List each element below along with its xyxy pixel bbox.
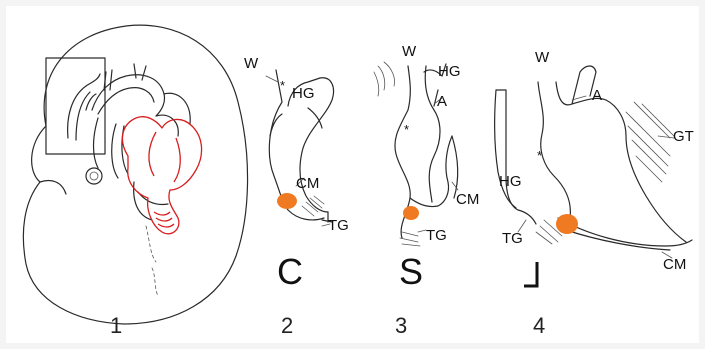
label-tg-panel-4: TG [502, 231, 523, 246]
label-gt-panel-4: GT [673, 129, 694, 144]
label-asterisk-panel-4: * [537, 148, 542, 163]
label-w-panel-2: W [244, 56, 258, 71]
panel-number-3: 3 [395, 315, 407, 337]
label-tg-panel-2: TG [328, 218, 349, 233]
label-w-panel-3: W [402, 44, 416, 59]
label-a-panel-4: A [592, 88, 602, 103]
label-hg-panel-3: HG [438, 64, 461, 79]
label-cm-panel-4: CM [663, 257, 686, 272]
label-asterisk-panel-3: * [404, 122, 409, 137]
label-hg-panel-4: HG [499, 174, 522, 189]
drawings-layer [6, 6, 699, 343]
label-tg-panel-3: TG [426, 228, 447, 243]
orange-marker-panel-3 [403, 206, 419, 220]
shape-letter-s: S [399, 254, 423, 290]
panel-number-2: 2 [281, 315, 293, 337]
label-hg-panel-2: HG [292, 86, 315, 101]
label-cm-panel-3: CM [456, 192, 479, 207]
orange-marker-panel-2 [277, 193, 297, 209]
figure-panel: W * HG CM TG W HG A * CM TG W A GT * HG … [6, 6, 699, 343]
label-cm-panel-2: CM [296, 176, 319, 191]
shape-letter-c: C [277, 254, 303, 290]
label-asterisk-panel-2: * [280, 78, 285, 93]
label-w-panel-4: W [535, 50, 549, 65]
panel-number-1: 1 [110, 315, 122, 337]
label-a-panel-3: A [437, 94, 447, 109]
orange-marker-panel-4 [556, 214, 578, 234]
embryo-overview-drawing [23, 25, 247, 324]
panel-number-4: 4 [533, 315, 545, 337]
